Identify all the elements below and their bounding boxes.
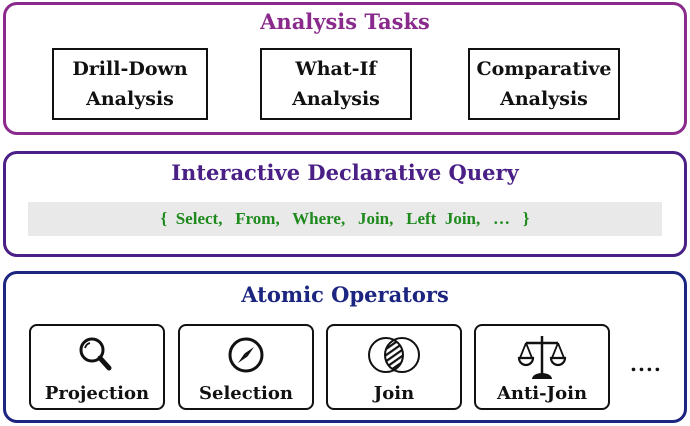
operator-join: Join [326,324,462,410]
query-keywords-text: { Select, From, Where, Join, Left Join, … [160,209,530,228]
task-what-if: What-If Analysis [260,48,412,120]
task-label-line1: What-If [295,58,377,80]
operator-label: Anti-Join [496,383,588,404]
operator-anti-join: Anti-Join [474,324,610,410]
compass-icon [180,334,312,378]
task-label-line1: Comparative [476,58,612,80]
analysis-tasks-title: Analysis Tasks [260,9,430,34]
query-keywords-bar: { Select, From, Where, Join, Left Join, … [28,202,662,236]
operator-label: Join [373,383,415,404]
balance-scale-icon [476,334,608,379]
operator-selection: Selection [178,324,314,410]
task-drill-down: Drill-Down Analysis [52,48,208,120]
task-label-line2: Analysis [86,88,174,110]
operator-label: Selection [199,383,293,404]
task-label-line1: Drill-Down [72,58,188,80]
task-label-line2: Analysis [500,88,588,110]
more-operators-ellipsis: .... [630,352,662,376]
analysis-tasks-panel: Analysis Tasks Drill-Down Analysis What-… [3,2,687,135]
venn-intersection-icon [328,334,460,378]
magnifier-icon [31,334,163,378]
atomic-operators-panel: Atomic Operators Projection Selection [3,271,687,423]
operator-label: Projection [44,383,150,404]
operator-projection: Projection [29,324,165,410]
task-label-line2: Analysis [292,88,380,110]
declarative-query-title: Interactive Declarative Query [171,160,519,185]
atomic-operators-title: Atomic Operators [241,282,449,307]
task-comparative: Comparative Analysis [468,48,620,120]
declarative-query-panel: Interactive Declarative Query { Select, … [3,151,687,257]
